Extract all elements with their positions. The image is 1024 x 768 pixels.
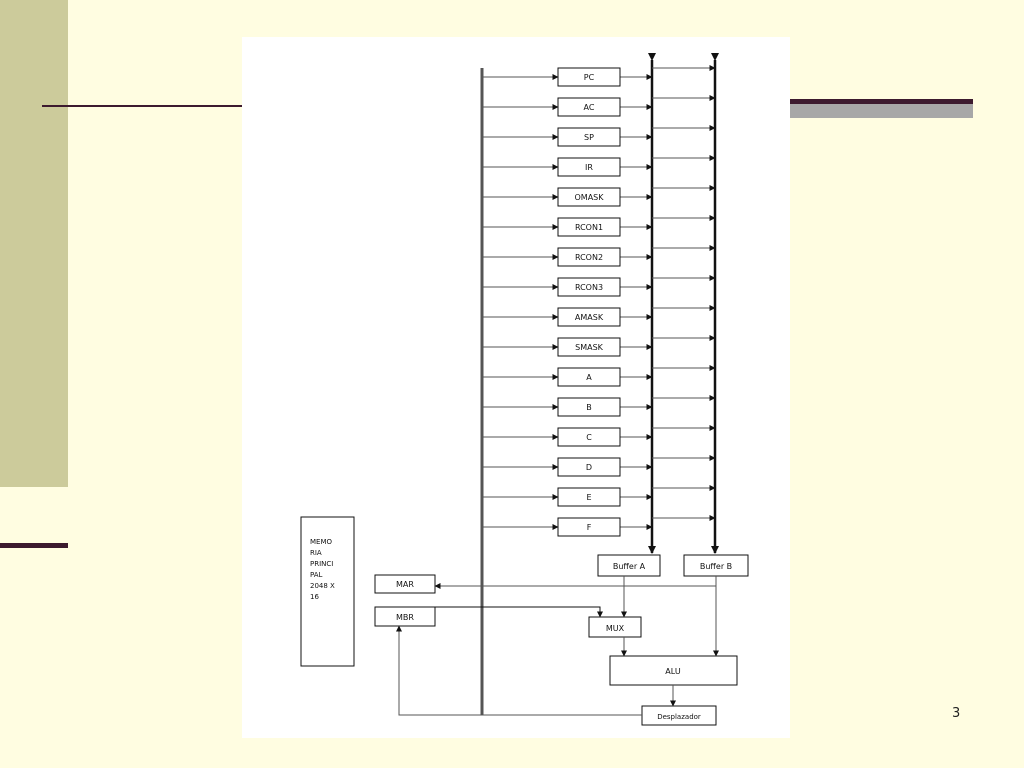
buffer-a-box xyxy=(597,554,661,577)
main-memory-box xyxy=(300,516,355,667)
register-d-box xyxy=(557,457,621,477)
side-decor-bar xyxy=(0,0,68,487)
register-c-box xyxy=(557,427,621,447)
title-rule-right-dark xyxy=(790,99,973,104)
register-d-label: D xyxy=(586,463,592,472)
title-rule-left xyxy=(42,105,247,107)
register-pc-box xyxy=(557,67,621,87)
memory-label-5: 2048 X xyxy=(310,582,335,590)
slide-number: 3 xyxy=(952,706,961,721)
mar-label: MAR xyxy=(396,580,414,589)
buffer-b-label: Buffer B xyxy=(700,562,732,571)
register-f-box xyxy=(557,517,621,537)
register-b-box xyxy=(557,397,621,417)
register-ac-box xyxy=(557,97,621,117)
bufferb-to-mar-line xyxy=(434,576,717,589)
register-rcon2-box xyxy=(557,247,621,267)
register-amask-label: AMASK xyxy=(575,313,604,322)
memory-label-6: 16 xyxy=(310,593,319,601)
register-ac-label: AC xyxy=(584,103,595,112)
register-amask-box xyxy=(557,307,621,327)
mbr-to-mux-line xyxy=(435,606,603,618)
register-rcon1-label: RCON1 xyxy=(575,223,603,232)
register-rcon3-box xyxy=(557,277,621,297)
register-e-box xyxy=(557,487,621,507)
shifter-to-mbr-line xyxy=(396,625,642,716)
alu-box xyxy=(609,655,738,686)
register-sp-label: SP xyxy=(584,133,594,142)
register-ir-label: IR xyxy=(585,163,593,172)
side-decor-rule xyxy=(0,543,68,548)
memory-label-1: MEMO xyxy=(310,538,333,546)
register-b-label: B xyxy=(586,403,592,412)
register-omask-label: OMASK xyxy=(575,193,605,202)
alu-label: ALU xyxy=(665,667,681,676)
mux-box xyxy=(588,616,642,638)
mux-label: MUX xyxy=(606,624,625,633)
register-rcon3-label: RCON3 xyxy=(575,283,603,292)
memory-label-3: PRINCI xyxy=(310,560,333,568)
register-rcon1-box xyxy=(557,217,621,237)
register-sp-box xyxy=(557,127,621,147)
shifter-label: Desplazador xyxy=(657,713,701,721)
register-pc-label: PC xyxy=(584,73,595,82)
register-rcon2-label: RCON2 xyxy=(575,253,603,262)
register-a-box xyxy=(557,367,621,387)
buffer-a-label: Buffer A xyxy=(613,562,646,571)
mbr-label: MBR xyxy=(396,613,414,622)
title-rule-right-gray xyxy=(790,104,973,118)
memory-label-2: RIA xyxy=(310,549,322,557)
register-a-label: A xyxy=(586,373,592,382)
register-omask-box xyxy=(557,187,621,207)
mbr-box xyxy=(374,606,436,627)
register-smask-box xyxy=(557,337,621,357)
register-c-label: C xyxy=(586,433,592,442)
memory-label-4: PAL xyxy=(310,571,323,579)
register-ir-box xyxy=(557,157,621,177)
register-smask-label: SMASK xyxy=(575,343,604,352)
register-e-label: E xyxy=(586,493,591,502)
register-f-label: F xyxy=(587,523,592,532)
